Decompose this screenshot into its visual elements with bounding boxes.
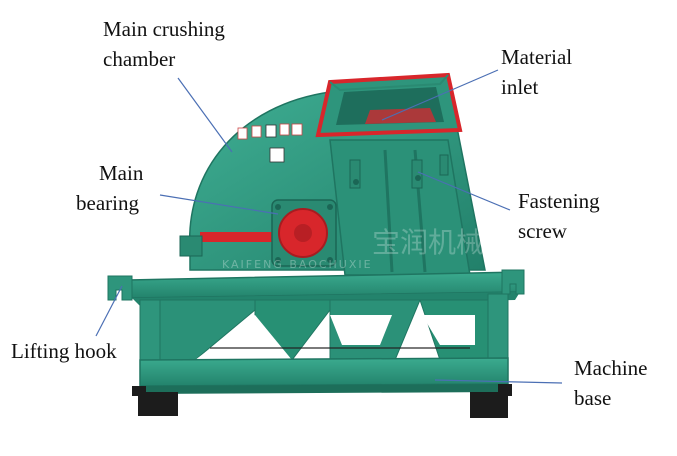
label-line: Material <box>501 45 573 69</box>
label-line: Fastening <box>518 189 600 213</box>
leader-bearing <box>159 194 279 215</box>
label-line: inlet <box>501 75 539 99</box>
label-line: Lifting hook <box>11 339 117 363</box>
label-main-bearing: Main bearing <box>76 158 143 218</box>
main-bearing <box>179 199 337 267</box>
leader-base <box>434 379 563 384</box>
fastening-screw-icon <box>353 179 359 185</box>
label-line: chamber <box>103 47 176 71</box>
label-line: base <box>574 386 612 410</box>
label-line: Machine <box>574 356 648 380</box>
label-line: Main crushing <box>103 17 225 41</box>
machine-base <box>132 357 512 418</box>
label-main-crushing-chamber: Main crushing chamber <box>103 14 225 74</box>
fastening-screw-icon <box>415 175 421 181</box>
leader-lines <box>95 69 563 384</box>
label-line: Main <box>99 161 144 185</box>
label-fastening-screw: Fastening screw <box>518 186 600 246</box>
label-line: bearing <box>76 191 139 215</box>
lifting-hook-left <box>107 275 133 301</box>
leader-hook <box>95 285 123 337</box>
material-inlet <box>315 72 463 138</box>
label-machine-base: Machine base <box>574 353 647 413</box>
brand-mark: 宝润机械 <box>372 226 484 259</box>
watermark-text: KAIFENG BAOCHUXIE <box>222 258 373 271</box>
label-lifting-hook: Lifting hook <box>11 336 117 366</box>
leader-chamber <box>177 77 233 153</box>
lower-frame <box>139 293 509 381</box>
label-line: screw <box>518 219 567 243</box>
warning-stickers <box>237 123 303 163</box>
label-material-inlet: Material inlet <box>501 42 572 102</box>
leader-inlet <box>381 69 499 121</box>
leader-screw <box>417 171 511 211</box>
